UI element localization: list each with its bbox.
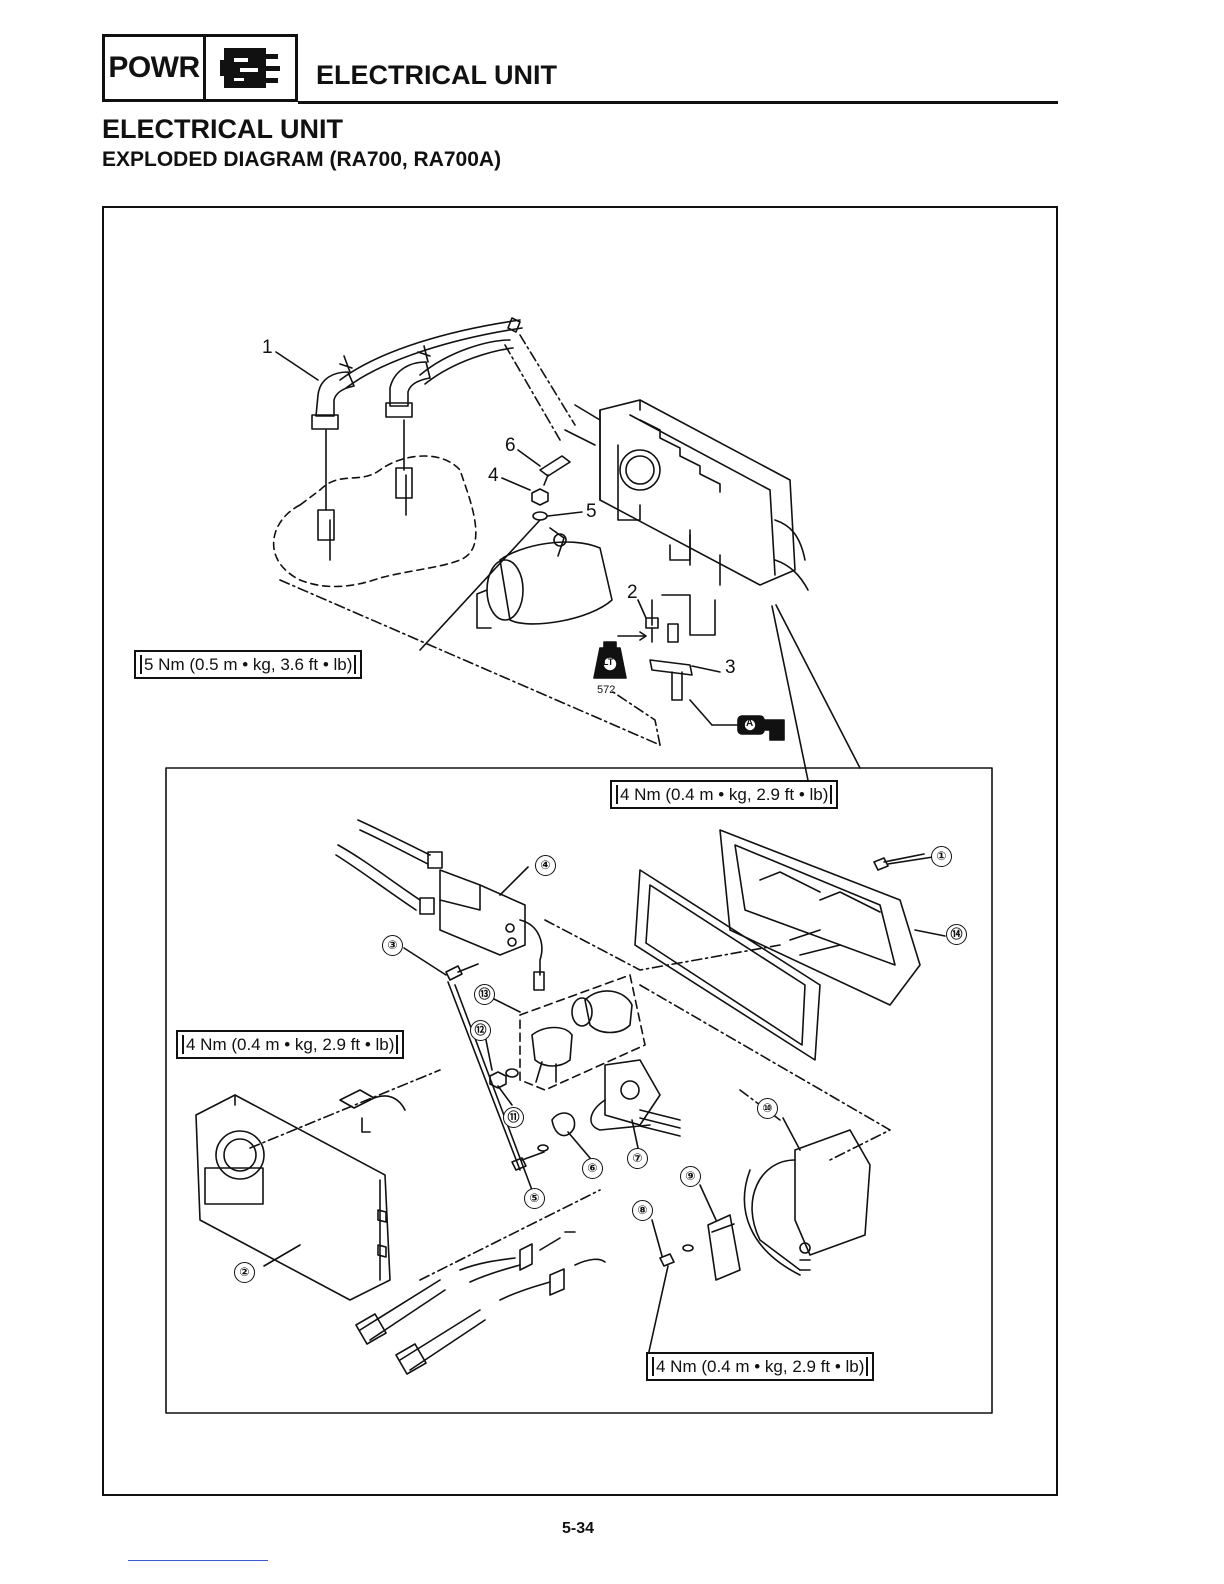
- plug-cap-1: [312, 356, 354, 429]
- torque-spec-starter-nut: 5 Nm (0.5 m • kg, 3.6 ft • lb): [134, 650, 362, 679]
- callout-detail-1: ①: [931, 846, 952, 867]
- callout-detail-12: ⑫: [470, 1020, 491, 1041]
- grease-label: A: [746, 718, 753, 729]
- callout-detail-2: ②: [234, 1262, 255, 1283]
- loctite-number: 572: [597, 684, 615, 696]
- lead-wires: [356, 1232, 605, 1374]
- callout-detail-6: ⑥: [582, 1158, 603, 1179]
- starter-relay: [572, 991, 632, 1033]
- cover: [196, 1095, 390, 1300]
- callout-detail-4: ④: [535, 855, 556, 876]
- fuse-holder: [532, 1028, 572, 1083]
- ignition-coil-hoses: [336, 820, 442, 914]
- torque-spec-box-screw: 4 Nm (0.4 m • kg, 2.9 ft • lb): [610, 780, 838, 809]
- washer-12: [506, 1069, 518, 1077]
- box-base: [720, 830, 920, 1005]
- bracket-9: [708, 1215, 740, 1280]
- callout-detail-9: ⑨: [680, 1166, 701, 1187]
- torque-spec-bracket-screw: 4 Nm (0.4 m • kg, 2.9 ft • lb): [646, 1352, 874, 1381]
- detail-frame: [166, 768, 992, 1413]
- footer-link-line: [128, 1560, 268, 1561]
- callout-2: 2: [627, 583, 638, 602]
- torque-spec-coil-screw: 4 Nm (0.4 m • kg, 2.9 ft • lb): [176, 1030, 404, 1059]
- callout-detail-7: ⑦: [627, 1148, 648, 1169]
- callout-detail-3: ③: [382, 935, 403, 956]
- callout-3: 3: [725, 658, 736, 677]
- cap-6: [540, 456, 570, 476]
- nut-4: [532, 489, 548, 505]
- screw-3: [446, 964, 478, 980]
- callout-5: 5: [586, 502, 597, 521]
- callout-detail-10: ⑩: [757, 1098, 778, 1119]
- sensor-3: [650, 624, 692, 700]
- cdi-unit: [744, 1130, 870, 1275]
- callout-detail-11: ⑪: [503, 1107, 524, 1128]
- rectifier: [591, 1060, 680, 1136]
- electrical-box: [600, 400, 808, 590]
- callout-detail-5: ⑤: [524, 1188, 545, 1209]
- cylinder-head: [274, 456, 476, 586]
- callout-detail-13: ⑬: [474, 984, 495, 1005]
- loctite-label: LT: [603, 657, 613, 667]
- callout-detail-8: ⑧: [632, 1200, 653, 1221]
- callout-1: 1: [262, 338, 273, 357]
- ignition-coil: [440, 870, 544, 990]
- callout-6: 6: [505, 436, 516, 455]
- callout-4: 4: [488, 466, 499, 485]
- callout-detail-14: ⑭: [946, 924, 967, 945]
- page-number: 5-34: [562, 1520, 594, 1538]
- high-tension-cords: [340, 318, 522, 388]
- clamp-6: [552, 1113, 575, 1136]
- washer-5: [533, 512, 547, 520]
- starter-motor: [477, 528, 612, 628]
